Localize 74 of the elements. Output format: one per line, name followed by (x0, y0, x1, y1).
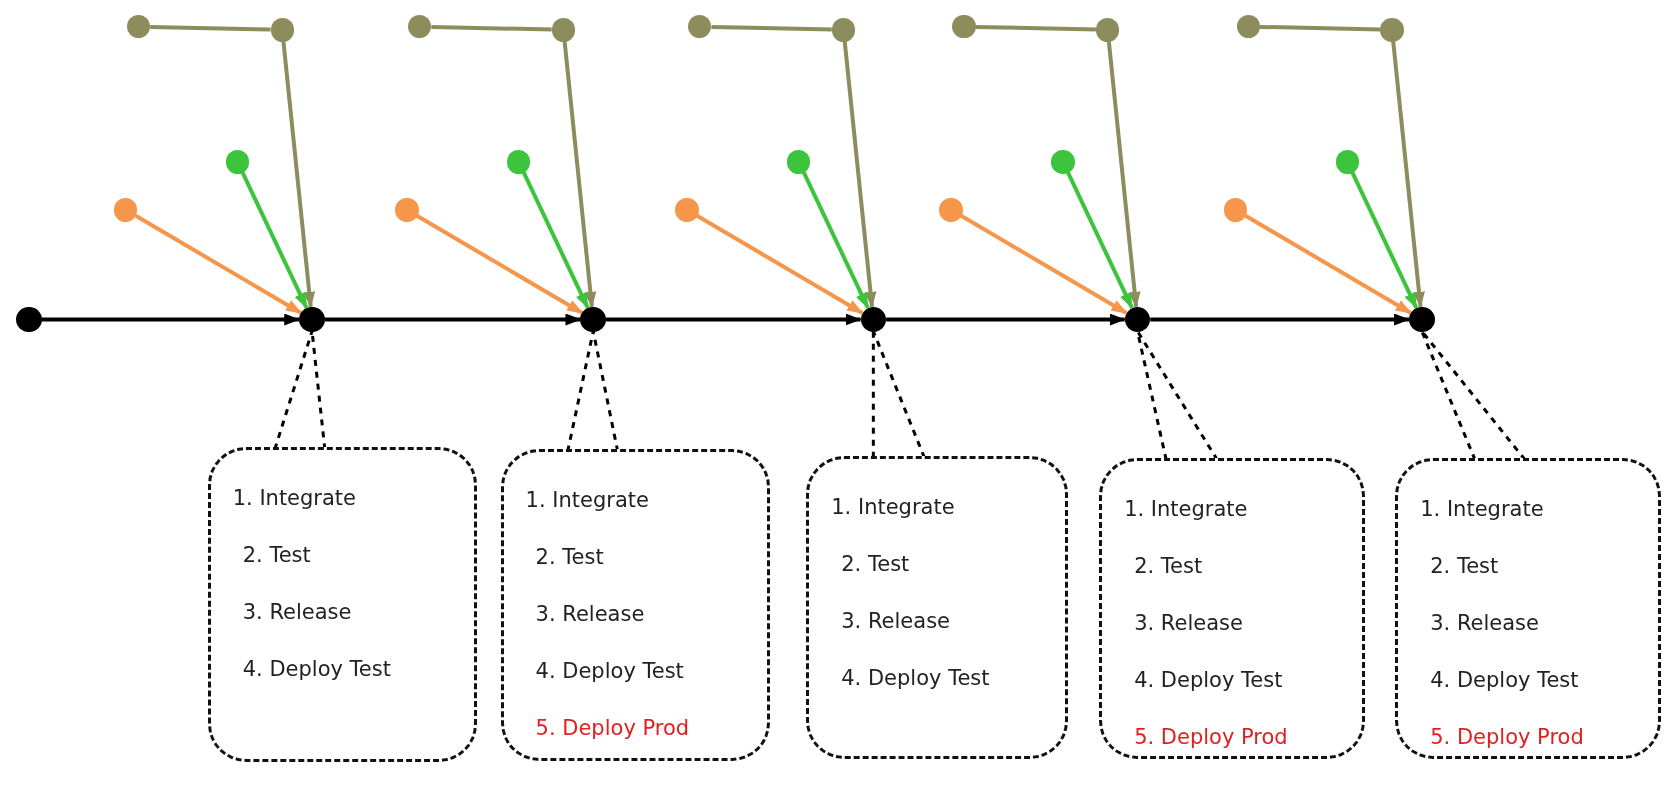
dot (1409, 306, 1435, 333)
arrow (886, 313, 1126, 326)
arrow (281, 41, 316, 308)
arrow (415, 214, 584, 315)
dot (506, 150, 531, 174)
step-text: 4. Deploy Test (241, 656, 392, 684)
arrow (324, 313, 582, 326)
step-text: 2. Test (534, 544, 605, 572)
step-text: 4. Deploy Test (1133, 666, 1284, 694)
step-text: 1. Integrate (232, 485, 358, 513)
arrow (1350, 171, 1419, 309)
step-text: 3. Release (1133, 609, 1244, 637)
dot (860, 306, 887, 333)
arrow (134, 214, 303, 315)
step-text: 5. Deploy Prod (1429, 724, 1584, 749)
dot (395, 198, 419, 222)
dot (551, 18, 576, 42)
step-text: 3. Release (534, 601, 646, 629)
step-text: 2. Test (840, 550, 911, 578)
arrow (696, 214, 864, 315)
step-text: 1. Integrate (1124, 495, 1249, 523)
arrow (1391, 41, 1425, 308)
step-text: 1. Integrate (525, 487, 650, 515)
arrow (606, 313, 862, 326)
step-text: 4. Deploy Test (840, 664, 991, 692)
arrow (521, 171, 590, 309)
dot (939, 198, 963, 222)
dot (580, 306, 606, 333)
step-text: 2. Test (1429, 552, 1500, 580)
dot (1223, 198, 1248, 222)
dot (15, 306, 42, 333)
arrow (1244, 214, 1412, 315)
arrow (1150, 313, 1411, 326)
step-text: 2. Test (1133, 552, 1204, 580)
dot (952, 14, 976, 39)
callout-box (806, 455, 1069, 760)
step-text: 3. Release (241, 599, 353, 627)
step-text: 3. Release (1429, 609, 1540, 637)
dot (675, 198, 699, 222)
dot (1095, 18, 1120, 42)
dot (113, 198, 138, 222)
step-text: 3. Release (840, 607, 951, 635)
dot (1380, 18, 1404, 42)
dot (1124, 306, 1151, 333)
callout-box (1099, 457, 1366, 760)
dot (270, 18, 294, 42)
step-text: 4. Deploy Test (1429, 666, 1580, 694)
dot (126, 14, 151, 39)
dot (225, 150, 250, 174)
dot (831, 18, 856, 42)
step-text: 1. Integrate (1420, 495, 1545, 523)
arrow (842, 41, 877, 308)
arrow (562, 41, 597, 308)
arrow (1066, 171, 1134, 309)
dot (299, 306, 325, 333)
dot (688, 14, 712, 39)
step-text: 4. Deploy Test (534, 658, 685, 686)
step-text: 5. Deploy Prod (534, 716, 690, 741)
step-text: 5. Deploy Prod (1133, 724, 1288, 749)
step-text: 1. Integrate (831, 493, 956, 521)
arrow (960, 214, 1128, 315)
arrow (240, 171, 309, 309)
dot (787, 150, 811, 174)
dot (1051, 150, 1075, 174)
dot (1236, 14, 1260, 39)
arrow (1106, 41, 1141, 308)
callout-box (207, 447, 478, 762)
callout-box (500, 449, 770, 762)
dot (1335, 150, 1359, 174)
callout-box (1395, 457, 1662, 760)
arrow (41, 313, 301, 326)
arrow (802, 171, 870, 309)
step-text: 2. Test (241, 542, 312, 570)
dot (407, 14, 432, 39)
